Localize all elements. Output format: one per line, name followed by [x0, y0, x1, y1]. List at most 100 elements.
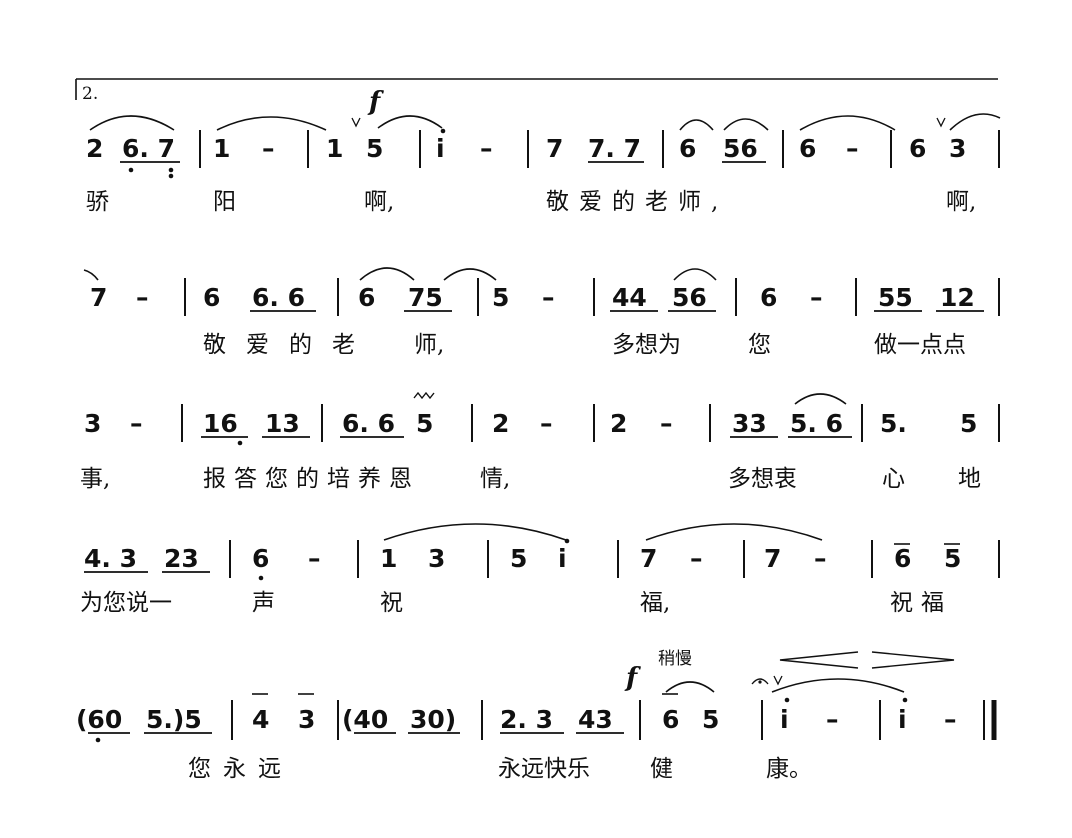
lyric: 敬爱的老 [203, 332, 375, 358]
note: 5 [944, 544, 961, 573]
lyric: 啊, [946, 189, 976, 215]
note: 2 [492, 409, 509, 438]
note: 13 [265, 409, 300, 438]
staff-row-1: 2 6. 7 1 – 1 5 i – 7 7. 7 6 56 6 – 6 3 [86, 134, 966, 163]
note: 6. 6 [252, 283, 305, 312]
note: 7 [764, 544, 781, 573]
note: 5. 6 [790, 409, 843, 438]
lyric: 健 [650, 756, 673, 782]
breath-marks-row-1 [351, 117, 946, 128]
note: 12 [940, 283, 975, 312]
note: – [846, 134, 859, 163]
note: i [898, 705, 907, 734]
note: – [480, 134, 493, 163]
note: 6. 6 [342, 409, 395, 438]
note: – [540, 409, 553, 438]
lyric: 福, [640, 590, 670, 616]
note: 16 [203, 409, 238, 438]
slurs-row-2 [83, 267, 717, 281]
note: – [542, 283, 555, 312]
note: – [814, 544, 827, 573]
volta-label: 2. [82, 84, 98, 104]
note: 6 [760, 283, 777, 312]
fermata-mark [751, 678, 769, 685]
barlines-row-1 [199, 130, 1000, 168]
lyric: 啊, [364, 189, 394, 215]
dots-row-5 [95, 697, 908, 743]
note: 43 [578, 705, 613, 734]
slurs-row-3 [794, 393, 847, 405]
barlines-row-4 [229, 540, 1000, 578]
barlines-row-3 [181, 404, 1000, 442]
note: 2 [610, 409, 627, 438]
lyrics-row-3: 事, 报答您的培养恩 情, 多想衷 心 地 [80, 466, 981, 492]
slurs-row-5 [665, 678, 905, 693]
lyric: 声 [252, 590, 275, 616]
note: 3 [298, 705, 315, 734]
note: i [558, 544, 567, 573]
lyric: 骄 [86, 189, 109, 215]
note: 56 [672, 283, 707, 312]
note: 5 [702, 705, 719, 734]
note: – [660, 409, 673, 438]
lyric: 师, [414, 332, 444, 358]
lyrics-row-1: 骄 阳 啊, 敬爱的老师, 啊, [86, 189, 976, 215]
staff-row-3: 3 – 16 13 6. 6 5 2 – 2 – 33 5. 6 5. 5 [84, 409, 977, 438]
barlines-row-5 [231, 700, 985, 740]
note: 2. 3 [500, 705, 553, 734]
note: 1 [380, 544, 397, 573]
note: 1 [326, 134, 343, 163]
note: 3 [949, 134, 966, 163]
note: 6. 7 [122, 134, 175, 163]
staff-row-2: 7 – 6 6. 6 6 75 5 – 44 56 6 – 55 12 [90, 283, 975, 312]
note: 30) [410, 705, 456, 734]
note: 6 [358, 283, 375, 312]
lyric: 康。 [766, 756, 812, 782]
note: – [262, 134, 275, 163]
breath-mark [773, 675, 783, 686]
lyric: 事, [80, 466, 110, 492]
note: 75 [408, 283, 443, 312]
lyric: 心 [882, 466, 905, 492]
note: 5 [366, 134, 383, 163]
note: 33 [732, 409, 767, 438]
note: 5 [416, 409, 433, 438]
staff-row-5: (60 5.)5 4 3 (40 30) 2. 3 43 6 5 i – i – [76, 705, 957, 734]
note: 5.)5 [146, 705, 202, 734]
staff-row-4: 4. 3 23 6 – 1 3 5 i 7 – 7 – 6 5 [84, 544, 961, 573]
note: 6 [909, 134, 926, 163]
note: i [780, 705, 789, 734]
note: 6 [799, 134, 816, 163]
note: 6 [662, 705, 679, 734]
note: – [826, 705, 839, 734]
note: – [944, 705, 957, 734]
lyrics-row-5: 您永远 永远快乐 健 康。 [188, 756, 812, 782]
lyric: 做一点点 [874, 332, 966, 358]
note: 7. 7 [588, 134, 641, 163]
note: 5 [492, 283, 509, 312]
slurs-row-1 [89, 113, 1001, 131]
note: 5 [510, 544, 527, 573]
note: 5 [960, 409, 977, 438]
crescendo-decrescendo [779, 651, 955, 669]
note: 7 [640, 544, 657, 573]
lyric: 您 [748, 332, 771, 358]
note: 6 [203, 283, 220, 312]
note: 55 [878, 283, 913, 312]
note: (60 [76, 705, 122, 734]
note: – [308, 544, 321, 573]
lyric: 情, [480, 466, 510, 492]
dots-row-1 [128, 128, 446, 179]
lyric: 多想衷 [728, 466, 797, 492]
note: 44 [612, 283, 647, 312]
forte-marking: f [367, 87, 384, 117]
lyric: 祝 [380, 590, 403, 616]
fermata-dot [758, 680, 762, 684]
lyric: 敬爱的老师, [546, 189, 728, 215]
note: 5. [880, 409, 907, 438]
note: 6 [894, 544, 911, 573]
note: i [436, 134, 445, 163]
lyrics-row-2: 敬爱的老 师, 多想为 您 做一点点 [203, 332, 966, 358]
slurs-row-4 [383, 523, 823, 541]
